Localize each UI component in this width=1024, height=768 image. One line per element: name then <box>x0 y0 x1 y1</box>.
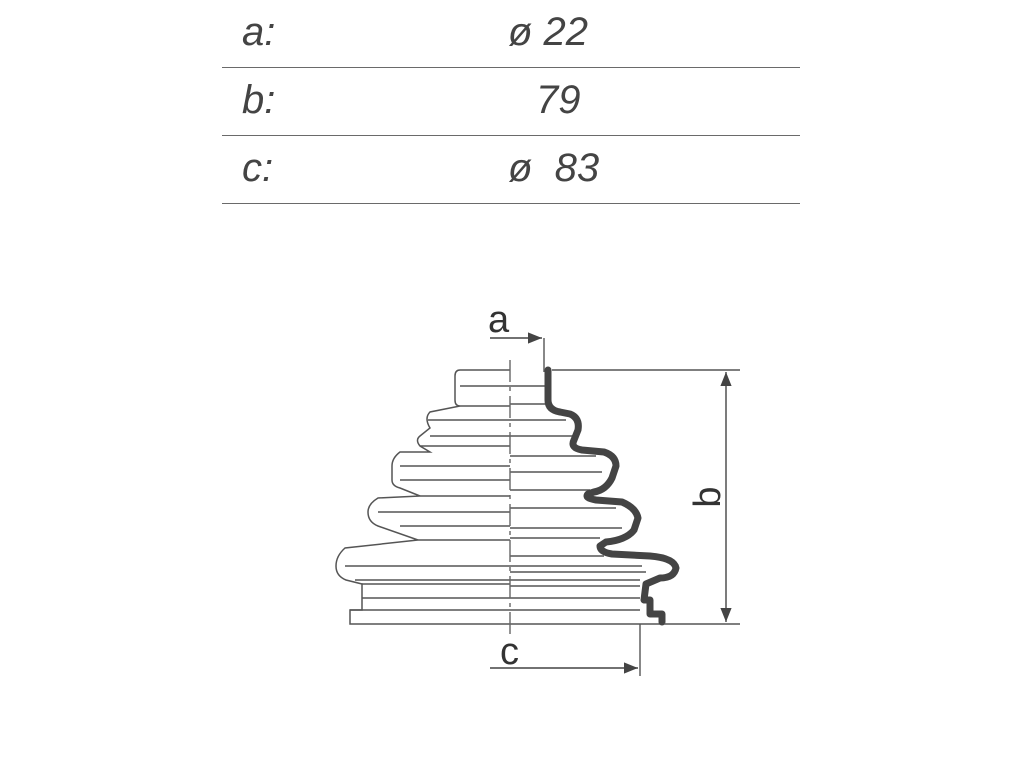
dimension-table: a: ø 22 b: 79 c: ø 83 <box>222 0 800 204</box>
boot-exterior-left-half <box>335 369 510 625</box>
dimension-value-c: ø 83 <box>508 146 600 190</box>
dimension-value-a: ø 22 <box>508 10 589 54</box>
boot-section-right-half <box>510 385 664 625</box>
dimension-a-label: a <box>488 299 510 341</box>
dimension-b-label: b <box>687 486 729 507</box>
dimension-label-b: b: <box>242 78 276 122</box>
dimension-row-b: b: 79 <box>222 68 800 136</box>
dimension-row-c: c: ø 83 <box>222 136 800 204</box>
dimension-label-a: a: <box>242 10 276 54</box>
boot-wall-profile <box>544 366 680 626</box>
dimension-row-a: a: ø 22 <box>222 0 800 68</box>
dimension-value-b: 79 <box>536 78 581 122</box>
dimension-c-label: c <box>500 631 519 673</box>
dimension-label-c: c: <box>242 146 274 190</box>
